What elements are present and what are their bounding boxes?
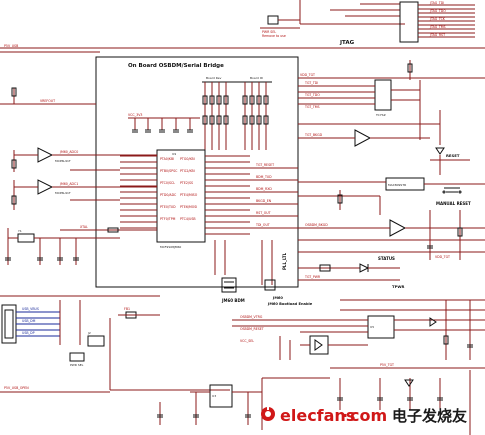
decoupling-caps: VCC_3V3 [128,113,200,133]
svg-text:VCC_SEL: VCC_SEL [240,339,254,343]
svg-text:MCF9S08JM60: MCF9S08JM60 [160,245,181,249]
svg-text:PTA0/KBI: PTA0/KBI [160,157,174,161]
svg-text:TGT_RESET: TGT_RESET [255,163,274,167]
svg-text:MCP6L91T: MCP6L91T [55,159,71,163]
crystal-oscillator: Y1 XTAL [5,225,157,265]
svg-text:OSBDM_BKGD: OSBDM_BKGD [305,223,328,227]
svg-text:JM60_ADC0: JM60_ADC0 [59,150,78,154]
watermark-chinese: 电子发烧友 [392,407,467,425]
svg-text:JTAG_RST: JTAG_RST [429,33,445,37]
jtag-section: PWR SEL Remove to use JTAG_TDI JTAG_TDO … [0,0,485,53]
svg-text:PTE6/MOSI: PTE6/MOSI [180,205,197,209]
svg-text:PWR SEL: PWR SEL [262,30,276,34]
bridge-title: On Board OSBDM/Serial Bridge [128,63,224,69]
jtag-header-pins: JTAG_TDI JTAG_TDO JTAG_TCK JTAG_TMS JTAG… [418,1,475,38]
jtag-label: JTAG [339,40,355,46]
watermark-dot: · [342,406,348,425]
usb-connector: USB_VBUS USB_DM USB_DP J2 PWR SEL FB1 [0,295,230,391]
svg-text:PWR SEL: PWR SEL [70,363,84,367]
svg-text:MAX809STR: MAX809STR [388,183,406,187]
svg-text:U3: U3 [212,394,216,398]
jm60-bootload-label: JM60 Bootload Enable [267,302,313,306]
board-rev-resistors [202,81,272,150]
svg-text:J2: J2 [87,331,91,335]
right-buffer-mid: OSBDM_BKGD VDD_TGT [298,210,485,260]
svg-text:OSBDM_RESET: OSBDM_RESET [240,327,264,331]
jm60-bdm-header: JM60 BDM [214,240,245,303]
osbdm-bridge-block: On Board OSBDM/Serial Bridge Board Rev B… [95,56,313,306]
svg-text:PTG2/KBI: PTG2/KBI [180,169,195,173]
svg-text:TGT_TDO: TGT_TDO [304,93,320,97]
svg-text:JTAG_TDI: JTAG_TDI [429,1,444,5]
svg-text:PTF0/TPM: PTF0/TPM [160,217,176,221]
svg-text:TGT_PWR: TGT_PWR [304,275,321,279]
svg-text:VCC_3V3: VCC_3V3 [128,113,142,117]
svg-text:PTC4/USB: PTC4/USB [180,217,196,221]
svg-text:U5: U5 [370,325,374,329]
board-id-label: Board ID [250,76,264,80]
target-power-switch: TPWR U5 OSBDM_VTRG OSBDM_RESET VCC_SEL [232,284,485,360]
jm60-bdm-label: JM60 BDM [221,298,245,303]
manual-reset-switch: MAX809STR MANUAL RESET [298,177,485,215]
svg-text:JTAG_TCK: JTAG_TCK [429,17,446,21]
svg-text:U9: U9 [172,152,176,156]
board-rev-label: Board Rev [206,76,222,80]
svg-text:BDM_TXD: BDM_TXD [256,175,272,179]
svg-text:TGT_TDI: TGT_TDI [304,81,318,85]
svg-text:OSBDM_VTRG: OSBDM_VTRG [240,315,263,319]
svg-text:TPWR: TPWR [392,284,405,289]
svg-text:USB_VBUS: USB_VBUS [22,307,39,311]
svg-text:TC7SZ: TC7SZ [375,113,386,117]
status-led: STATUS TGT_PWR [298,256,400,281]
left-amplifiers: VREFOUT JM60_ADC0 MCP6L91T JM60_ADC1 MCP… [0,87,157,210]
svg-text:XTAL: XTAL [80,225,88,229]
svg-text:BDM_RXD: BDM_RXD [256,187,272,191]
jm60-bootload-jumper: JM60 JM60 Bootload Enable PLL_LTL [261,240,313,306]
svg-text:VREFOUT: VREFOUT [40,99,55,103]
svg-text:PTE2/SS: PTE2/SS [180,181,193,185]
right-level-shifters: VDD_TGT TC7SZ TGT_TDI TGT_TDO TGT_TMS TG… [298,60,485,175]
jm60-mcu: U9 MCF9S08JM60 [120,149,250,249]
svg-text:TDI_OUT: TDI_OUT [255,223,270,227]
svg-text:P5V_USB: P5V_USB [4,44,18,48]
watermark-logo: elecfans · com 电子发烧友 [261,406,467,425]
svg-text:Y1: Y1 [18,229,22,233]
power-regulator: P5V_USB_OPEN U3 [0,377,330,430]
svg-text:JTAG_TDO: JTAG_TDO [429,9,446,13]
watermark-com: com [350,406,387,425]
bridge-right-nets: TGT_RESET BDM_TXD BDM_RXD BKGD_EN RST_OU… [250,163,298,229]
svg-text:VDD_TGT: VDD_TGT [300,73,315,77]
svg-text:P5V_TGT: P5V_TGT [380,363,394,367]
svg-text:PTG0/KBI: PTG0/KBI [180,157,195,161]
watermark-icon [261,406,275,421]
svg-text:JTAG_TMS: JTAG_TMS [429,25,446,29]
svg-text:FB1: FB1 [124,307,130,311]
svg-text:BKGD_EN: BKGD_EN [256,199,272,203]
svg-text:USB_DP: USB_DP [22,331,35,335]
bottom-right-caps: P5V_TGT [330,363,485,435]
svg-text:PTE4/MISO: PTE4/MISO [180,193,198,197]
svg-text:PTD0/ADC: PTD0/ADC [160,193,177,197]
svg-text:MCP6L91T: MCP6L91T [55,191,71,195]
svg-text:PTB0/SPSC: PTB0/SPSC [160,169,178,173]
svg-text:VDD_TGT: VDD_TGT [435,255,450,259]
svg-text:RST_OUT: RST_OUT [256,211,271,215]
reset-label: RESET [446,153,460,158]
svg-text:PLL_LTL: PLL_LTL [282,252,287,270]
manual-reset-label: MANUAL RESET [436,201,471,206]
svg-text:TGT_TMS: TGT_TMS [304,105,320,109]
status-label: STATUS [378,256,395,261]
svg-text:USB_DM: USB_DM [22,319,36,323]
svg-text:JM60: JM60 [272,296,283,300]
svg-text:PTE0/TXD: PTE0/TXD [160,205,176,209]
watermark-domain: elecfans [280,406,355,425]
svg-text:P5V_USB_OPEN: P5V_USB_OPEN [4,386,29,390]
svg-text:Remove to use: Remove to use [262,34,286,38]
svg-text:TGT_BKGD: TGT_BKGD [304,133,323,137]
svg-text:JM60_ADC1: JM60_ADC1 [59,182,78,186]
svg-text:PTC0/SCL: PTC0/SCL [160,181,175,185]
